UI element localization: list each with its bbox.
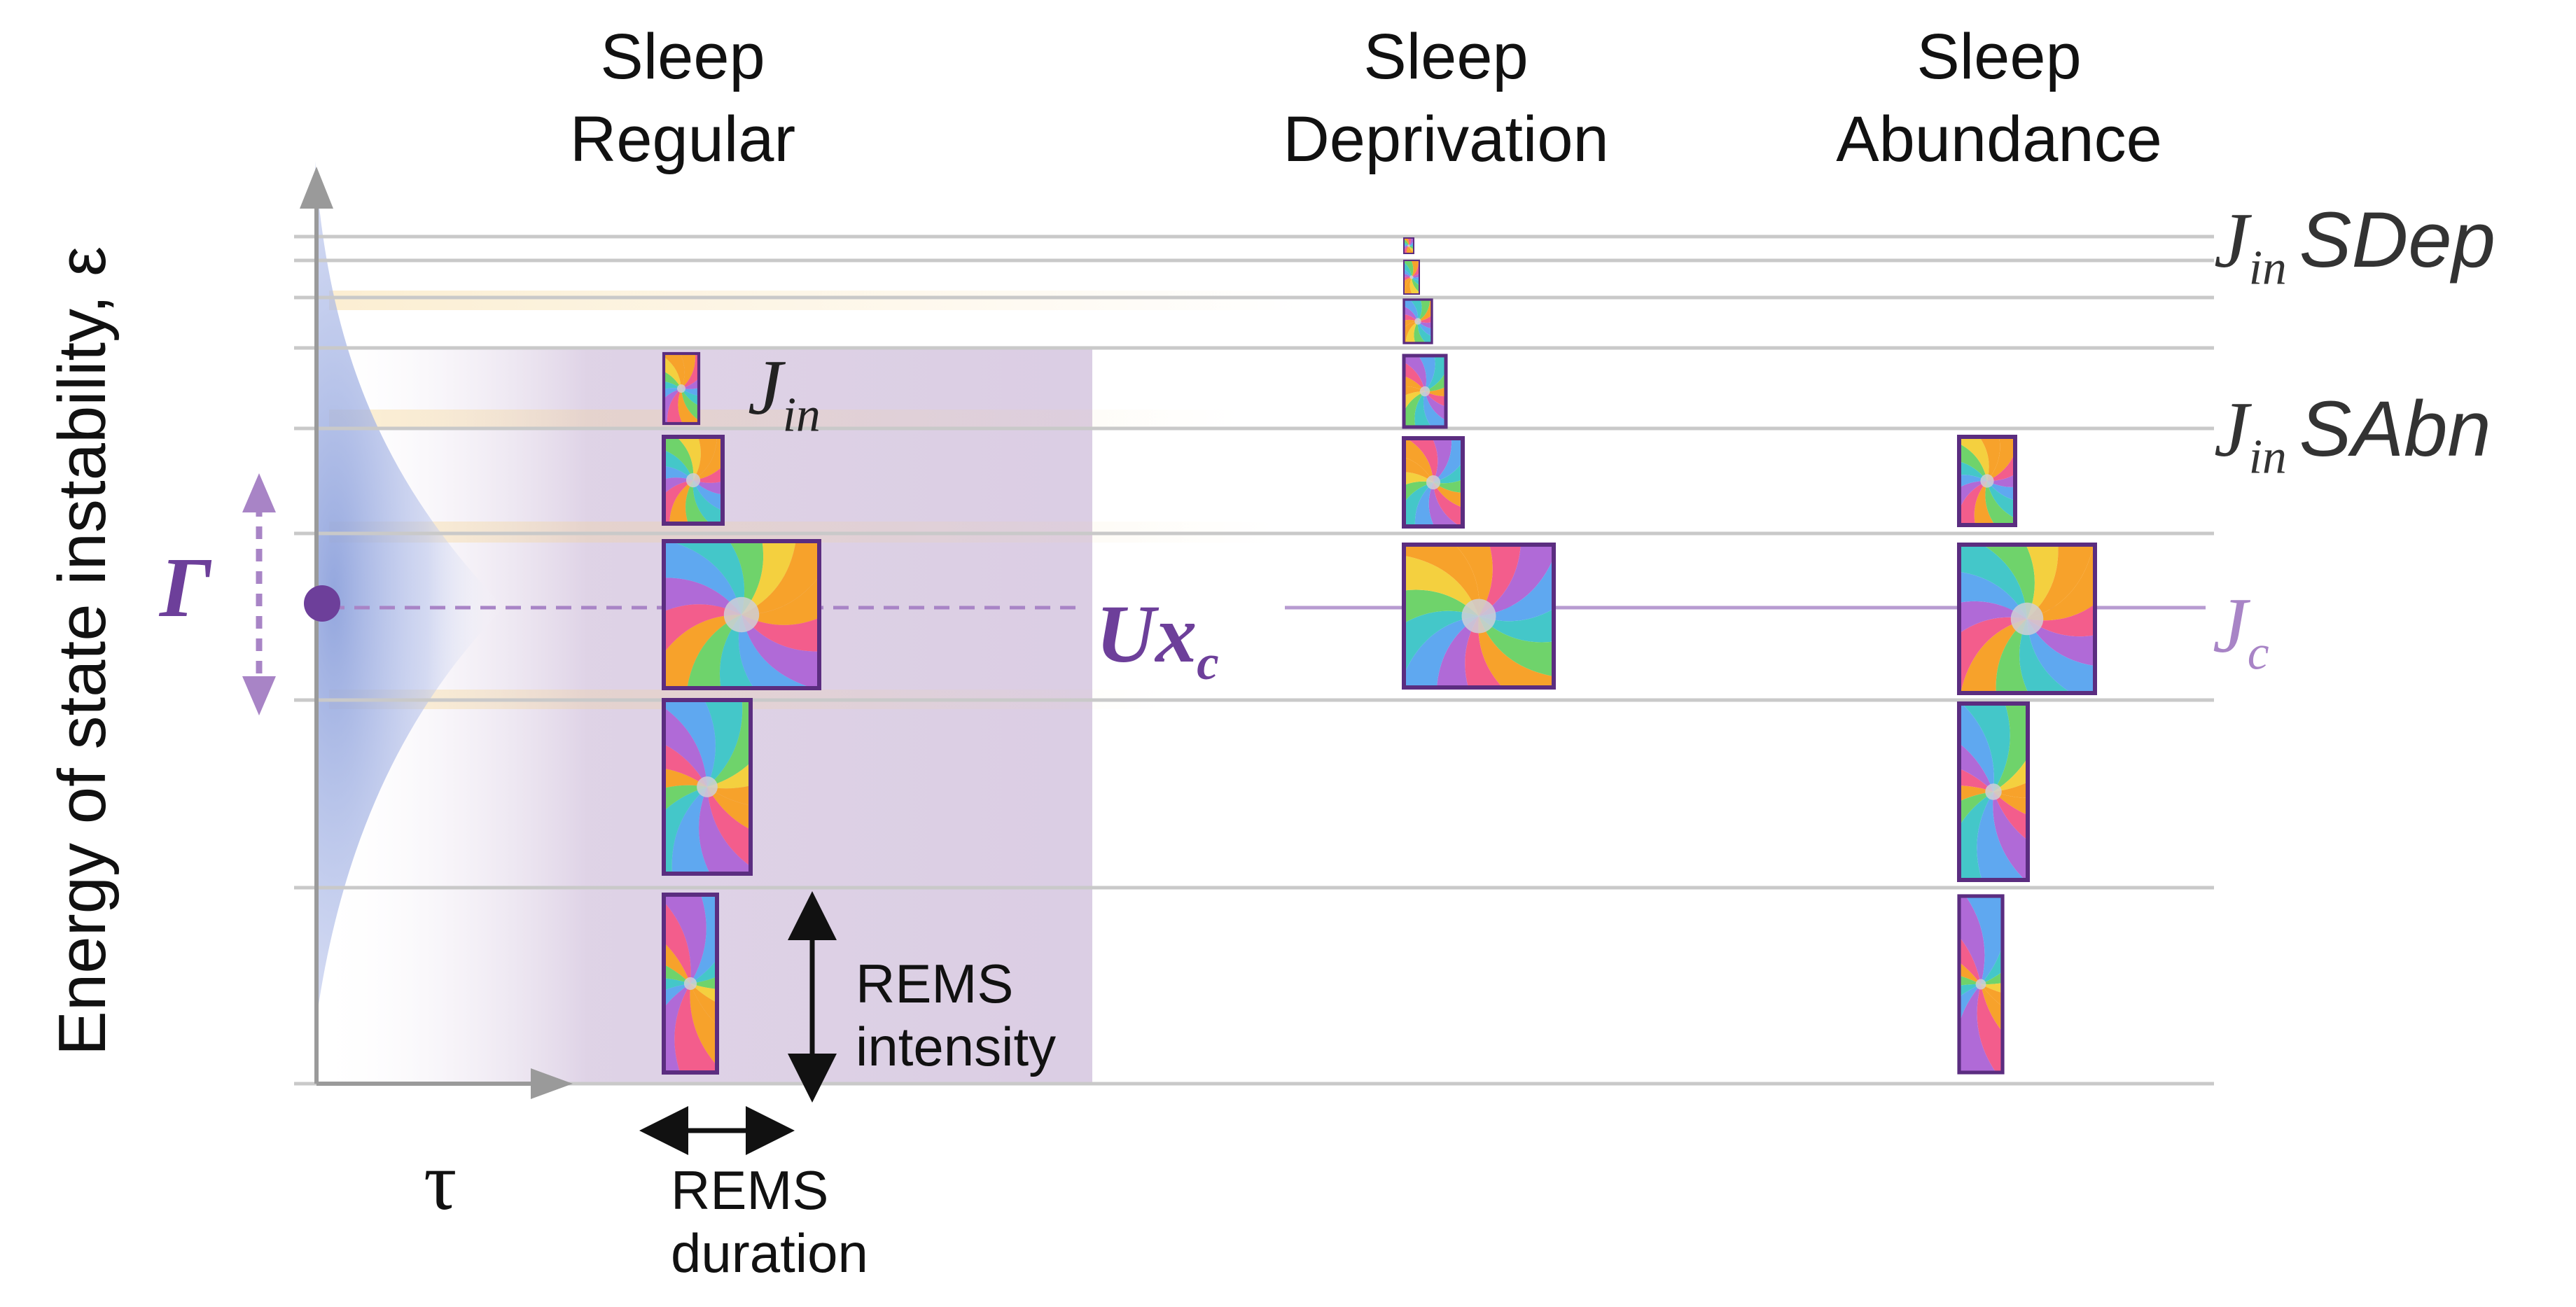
rems-duration-line1: REMS — [671, 1159, 829, 1221]
jin-sdep-sub: in — [2248, 241, 2287, 295]
rems-swirl-tile — [1403, 260, 1420, 295]
rems-swirl-tile — [662, 435, 725, 526]
ux-label-main: U — [1096, 588, 1156, 680]
energy-levels — [294, 235, 2214, 1086]
title-deprivation: Sleep Deprivation — [1201, 15, 1691, 181]
rems-swirl-tile — [1403, 237, 1414, 254]
rems-swirl-tile — [1402, 436, 1465, 529]
jc-label-main: J — [2213, 582, 2248, 669]
jin-sabn-suffix: SAbn — [2299, 385, 2491, 473]
title-abundance-line1: Sleep — [1916, 21, 2082, 92]
rems-duration-label: REMS duration — [671, 1159, 868, 1285]
title-deprivation-line1: Sleep — [1363, 21, 1529, 92]
y-axis-label: Energy of state instability, ε — [45, 246, 120, 1056]
y-axis-arrowhead — [300, 167, 333, 209]
gamma-label: Γ — [160, 540, 211, 635]
rems-swirl-tile — [662, 351, 701, 426]
title-abundance-line2: Abundance — [1836, 104, 2162, 175]
rems-swirl-tile — [662, 893, 719, 1075]
rems-swirl-tile — [1957, 543, 2097, 695]
rems-swirl-tile — [1957, 894, 2005, 1075]
jin-sabn-main: J — [2214, 386, 2249, 473]
jin-sdep-suffix: SDep — [2299, 196, 2495, 284]
energy-distribution — [315, 161, 504, 1029]
ux-label: Uxc — [1096, 587, 1219, 692]
title-abundance: Sleep Abundance — [1754, 15, 2244, 181]
rems-tiles — [662, 237, 2097, 1075]
jc-label-sub: c — [2247, 626, 2269, 680]
rems-swirl-tile — [1402, 543, 1556, 690]
jin-label-main: J — [748, 344, 783, 431]
rems-swirl-tile — [662, 698, 753, 876]
ux-dot — [304, 585, 340, 622]
jin-label: Jin — [748, 343, 821, 443]
title-regular-line1: Sleep — [600, 21, 765, 92]
rems-intensity-label: REMS intensity — [856, 952, 1056, 1078]
rems-swirl-tile — [1957, 435, 2017, 527]
jin-sabn-sub: in — [2248, 430, 2287, 484]
title-regular: Sleep Regular — [438, 15, 928, 181]
ux-label-sub: c — [1197, 635, 1219, 690]
jc-label: Jc — [2213, 581, 2269, 681]
x-axis-arrowhead — [531, 1068, 573, 1099]
title-regular-line2: Regular — [569, 104, 796, 175]
rems-duration-line2: duration — [671, 1222, 868, 1284]
rems-swirl-tile — [1402, 354, 1448, 429]
rems-swirl-tile — [1402, 298, 1433, 344]
title-deprivation-line2: Deprivation — [1283, 104, 1609, 175]
rems-intensity-line1: REMS — [856, 953, 1014, 1014]
rems-swirl-tile — [1957, 701, 2030, 882]
x-axis-label: τ — [424, 1135, 457, 1227]
jin-sdep-main: J — [2214, 197, 2249, 284]
rems-swirl-tile — [662, 539, 821, 690]
rems-intensity-line2: intensity — [856, 1016, 1057, 1077]
ux-label-x: x — [1155, 588, 1197, 680]
jin-label-sub: in — [782, 388, 821, 442]
